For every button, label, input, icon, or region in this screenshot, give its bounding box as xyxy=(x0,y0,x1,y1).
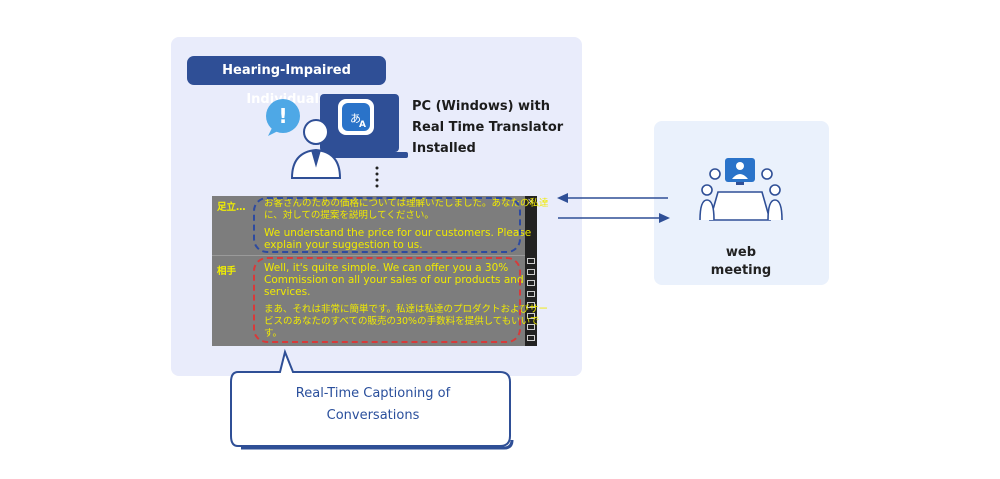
caption-divider xyxy=(212,255,525,256)
caption-ja-line: に、対しての提案を説明してください。 xyxy=(264,210,434,221)
person-icon xyxy=(290,119,342,179)
alert-icon: ! xyxy=(266,99,300,136)
speaker-label: 足立… xyxy=(217,202,246,213)
speaker-label: 相手 xyxy=(217,266,237,277)
arrow-left-icon xyxy=(557,193,668,203)
toolbar-icon[interactable] xyxy=(527,324,535,330)
alert-glyph: ! xyxy=(278,104,287,128)
callout-line: Conversations xyxy=(326,408,420,423)
caption-en-line: services. xyxy=(264,286,311,298)
app-glyph-en: A xyxy=(359,120,366,130)
toolbar-icon[interactable] xyxy=(527,269,535,275)
close-icon[interactable]: × xyxy=(527,197,535,207)
pc-label-line: PC (Windows) with xyxy=(412,99,550,114)
callout-line: Real-Time Captioning of xyxy=(295,386,451,401)
web-label-line: meeting xyxy=(710,263,772,278)
caption-ja-line: ビスのあなたのすべての販売の30%の手数料を提供してもいいで xyxy=(264,316,540,327)
pc-label-line: Real Time Translator xyxy=(412,120,564,135)
caption-en-line: explain your suggestion to us. xyxy=(264,239,423,251)
pc-label: PC (Windows) with Real Time Translator I… xyxy=(412,96,564,159)
connector-dots xyxy=(375,166,379,188)
web-label-line: web xyxy=(725,245,757,260)
caption-ja-line: す。 xyxy=(264,328,283,339)
toolbar-icon[interactable] xyxy=(527,258,535,264)
caption-en-line: Well, it's quite simple. We can offer yo… xyxy=(264,262,509,274)
toolbar-icon[interactable] xyxy=(527,280,535,286)
monitor-icon: あ A xyxy=(312,94,408,158)
caption-window: × 足立… お客さんのための価格については理解いたしました。あなたの私達 に、対… xyxy=(212,196,549,346)
callout-bubble xyxy=(230,348,514,450)
callout-text: Real-Time Captioning of Conversations xyxy=(236,383,510,427)
caption-en-line: Commission on all your sales of our prod… xyxy=(264,274,524,286)
toolbar-icon[interactable] xyxy=(527,291,535,297)
caption-en-line: We understand the price for our customer… xyxy=(264,227,532,239)
captured-speech-highlight xyxy=(253,197,521,253)
arrow-right-icon xyxy=(558,213,670,223)
caption-ja-line: まあ、それは非常に簡単です。私達は私達のプロダクトおよびサー xyxy=(264,304,549,315)
hearing-impaired-badge: Hearing-Impaired Individuals xyxy=(187,56,386,107)
caption-ja-line: お客さんのための価格については理解いたしました。あなたの私達 xyxy=(264,198,549,209)
app-glyph-ja: あ xyxy=(350,112,361,125)
caption-toolbar: × xyxy=(525,196,537,346)
toolbar-icon[interactable] xyxy=(527,335,535,341)
web-meeting-label: web meeting xyxy=(700,244,782,280)
web-meeting-icon xyxy=(699,158,783,221)
data-flow-arrows xyxy=(557,193,670,223)
pc-label-line: Installed xyxy=(412,141,476,156)
translated-speech-highlight xyxy=(253,257,521,343)
toolbar-icon[interactable] xyxy=(527,302,535,308)
toolbar-icon[interactable] xyxy=(527,313,535,319)
user-with-pc-illustration: ! あ A xyxy=(266,94,408,188)
